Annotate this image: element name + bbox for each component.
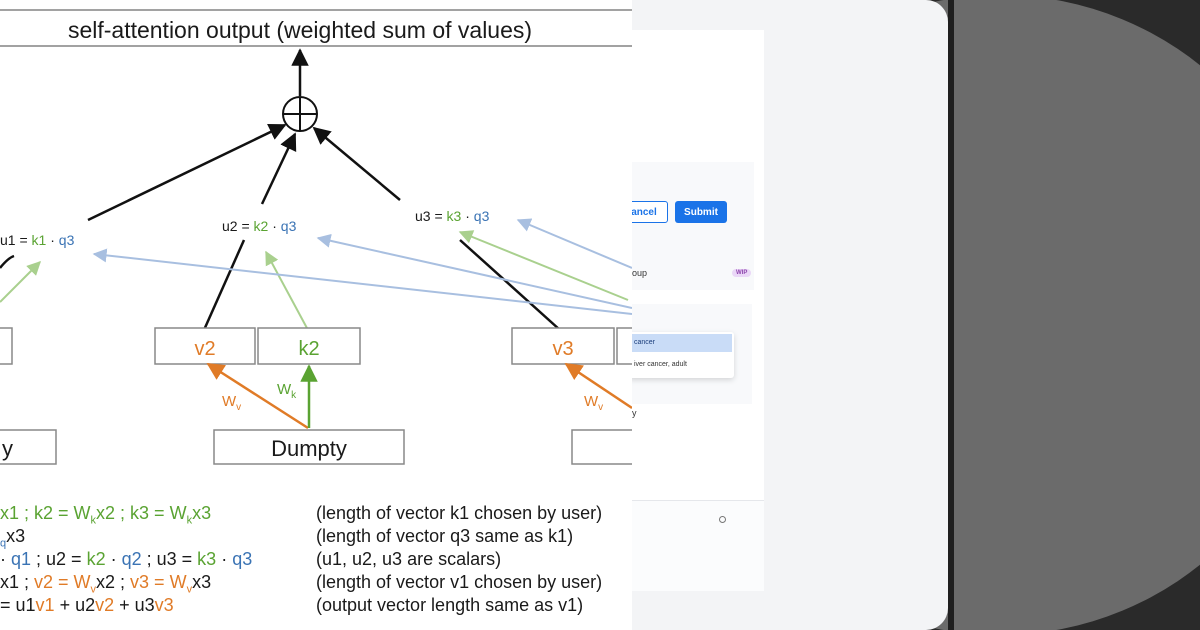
v2-label: v2 bbox=[194, 338, 215, 360]
note-4: (length of vector v1 chosen by user) bbox=[316, 572, 603, 592]
u1-arrow bbox=[87, 123, 287, 222]
wk-label: Wk bbox=[277, 381, 297, 401]
word-box-right bbox=[571, 429, 632, 465]
equation-line-4: x1 ; v2 = Wvx2 ; v3 = Wvx3 bbox=[0, 572, 212, 596]
diagram-canvas: self-attention output (weighted sum of v… bbox=[0, 9, 632, 465]
equation-line-5: = u1v1 + u2v2 + u3v3 bbox=[0, 595, 174, 615]
wv-arrow-left bbox=[206, 362, 309, 430]
wv-right-label: Wv bbox=[584, 393, 603, 413]
ui-panel: ancel Submit oup WIP cancer iver cancer,… bbox=[620, 0, 948, 630]
dropdown-option[interactable]: cancer bbox=[628, 334, 732, 352]
info-icon[interactable] bbox=[719, 516, 726, 523]
self-attention-diagram: self-attention output (weighted sum of v… bbox=[0, 0, 632, 630]
u3-arrow bbox=[312, 126, 401, 201]
word-dumpty-label: Dumpty bbox=[271, 436, 347, 461]
wv-left-label: Wv bbox=[222, 393, 241, 413]
equation-line-3: · q1 ; u2 = k2 · q2 ; u3 = k3 · q3 bbox=[0, 549, 253, 569]
text-fragment: y bbox=[632, 408, 637, 418]
dropdown-menu: cancer iver cancer, adult bbox=[628, 332, 734, 378]
diagram-title: self-attention output (weighted sum of v… bbox=[68, 17, 532, 43]
u2-arrow bbox=[260, 132, 297, 205]
word-left-label: y bbox=[2, 436, 13, 461]
status-badge: WIP bbox=[732, 269, 752, 277]
wv-arrow-right bbox=[564, 362, 632, 410]
action-card bbox=[620, 162, 754, 290]
u2-label: u2 = k2 · q3 bbox=[222, 218, 297, 234]
word-box-left bbox=[0, 429, 57, 465]
equation-line-2: qx3 bbox=[0, 526, 26, 550]
v3-label: v3 bbox=[552, 338, 573, 360]
box-v3 bbox=[511, 327, 615, 365]
k2-label: k2 bbox=[298, 338, 319, 360]
note-1: (length of vector k1 chosen by user) bbox=[316, 503, 603, 523]
box-k2 bbox=[257, 327, 361, 365]
u3-label: u3 = k3 · q3 bbox=[415, 208, 490, 224]
u1-label: u1 = k1 · q3 bbox=[0, 232, 75, 248]
box-v2 bbox=[154, 327, 256, 365]
note-2: (length of vector q3 same as k1) bbox=[316, 526, 574, 546]
group-label: oup bbox=[632, 268, 648, 278]
bottom-card bbox=[630, 500, 764, 591]
equation-line-1: x1 ; k2 = Wkx2 ; k3 = Wkx3 bbox=[0, 503, 212, 527]
word-box-dumpty bbox=[213, 429, 405, 465]
note-5: (output vector length same as v1) bbox=[316, 595, 584, 615]
note-3: (u1, u2, u3 are scalars) bbox=[316, 549, 502, 569]
box-right-partial bbox=[616, 327, 632, 365]
dropdown-option[interactable]: iver cancer, adult bbox=[634, 361, 687, 368]
box-left-partial bbox=[0, 327, 13, 365]
submit-button[interactable]: Submit bbox=[675, 201, 727, 223]
